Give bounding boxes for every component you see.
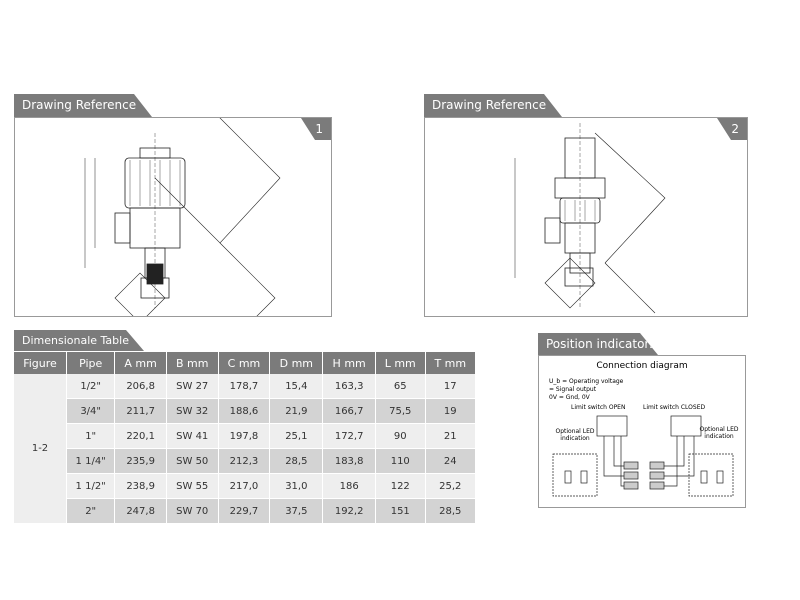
table-cell: 21	[425, 423, 477, 449]
table-cell: 188,6	[218, 398, 271, 424]
table-cell: 183,8	[322, 448, 376, 474]
drawing-reference-tab-2: Drawing Reference	[424, 94, 562, 117]
table-cell: 110	[375, 448, 426, 474]
header-c: C mm	[218, 352, 271, 374]
drawing-panel-2: 2	[424, 117, 748, 317]
table-cell: 122	[375, 473, 426, 499]
table-cell: 217,0	[218, 473, 271, 499]
table-cell: 28,5	[269, 448, 324, 474]
table-cell: 220,1	[114, 423, 167, 449]
table-cell: 3/4"	[66, 398, 116, 424]
led-label-left: Optional LED indication	[555, 428, 595, 442]
table-cell: 2"	[66, 498, 116, 524]
table-cell: 25,1	[269, 423, 324, 449]
table-cell: 21,9	[269, 398, 324, 424]
table-cell: 24	[425, 448, 477, 474]
drawing-panel-1: 1	[14, 117, 332, 317]
table-cell: 65	[375, 374, 426, 399]
drawing-reference-tab-1: Drawing Reference	[14, 94, 152, 117]
led-label-right: Optional LED indication	[699, 426, 739, 440]
table-cell: 197,8	[218, 423, 271, 449]
connection-diagram-title: Connection diagram	[596, 361, 688, 371]
valve-drawing-1	[84, 118, 281, 316]
table-cell: 1 1/2"	[66, 473, 116, 499]
table-cell: 15,4	[269, 374, 324, 399]
table-cell: SW 55	[166, 473, 219, 499]
table-cell: 163,3	[322, 374, 376, 399]
header-a: A mm	[114, 352, 167, 374]
header-d: D mm	[269, 352, 324, 374]
legend-signal: = Signal output	[549, 386, 597, 393]
header-b: B mm	[166, 352, 219, 374]
valve-drawing-2	[514, 123, 666, 314]
table-cell: 238,9	[114, 473, 167, 499]
header-l: L mm	[375, 352, 426, 374]
table-cell: 172,7	[322, 423, 376, 449]
legend-gnd: 0V = Gnd, 0V	[549, 394, 590, 401]
cell-figure: 1-2	[14, 374, 67, 524]
table-cell: 235,9	[114, 448, 167, 474]
table-cell: SW 50	[166, 448, 219, 474]
table-cell: 229,7	[218, 498, 271, 524]
position-indicators-panel: Connection diagram U_b = Operating volta…	[538, 355, 746, 508]
table-cell: 37,5	[269, 498, 324, 524]
table-cell: SW 32	[166, 398, 219, 424]
table-cell: SW 41	[166, 423, 219, 449]
table-cell: 211,7	[114, 398, 167, 424]
table-cell: SW 70	[166, 498, 219, 524]
table-cell: 192,2	[322, 498, 376, 524]
table-cell: 75,5	[375, 398, 426, 424]
table-cell: 186	[322, 473, 376, 499]
label-closed: Limit switch CLOSED	[643, 404, 706, 411]
header-t: T mm	[425, 352, 477, 374]
table-cell: 31,0	[269, 473, 324, 499]
table-cell: 247,8	[114, 498, 167, 524]
table-cell: 17	[425, 374, 477, 399]
header-figure: Figure	[14, 352, 67, 374]
table-cell: 1 1/4"	[66, 448, 116, 474]
table-cell: 212,3	[218, 448, 271, 474]
header-h: H mm	[322, 352, 376, 374]
table-cell: 1/2"	[66, 374, 116, 399]
diagram-legend: U_b = Operating voltage = Signal output …	[549, 378, 623, 402]
legend-voltage: U_b = Operating voltage	[549, 378, 624, 385]
table-cell: 90	[375, 423, 426, 449]
table-cell: 151	[375, 498, 426, 524]
wiring-diagram	[552, 415, 734, 497]
header-pipe: Pipe	[66, 352, 116, 374]
dimensional-table-tab: Dimensionale Table	[14, 330, 144, 351]
position-indicators-tab: Position indicators	[538, 333, 658, 355]
table-cell: 19	[425, 398, 477, 424]
table-cell: 206,8	[114, 374, 167, 399]
label-open: Limit switch OPEN	[571, 404, 626, 411]
dimensional-table: Figure Pipe A mm B mm C mm D mm H mm L m…	[14, 352, 477, 524]
table-cell: 178,7	[218, 374, 271, 399]
table-cell: SW 27	[166, 374, 219, 399]
table-cell: 1"	[66, 423, 116, 449]
table-cell: 28,5	[425, 498, 477, 524]
table-cell: 166,7	[322, 398, 376, 424]
table-cell: 25,2	[425, 473, 477, 499]
